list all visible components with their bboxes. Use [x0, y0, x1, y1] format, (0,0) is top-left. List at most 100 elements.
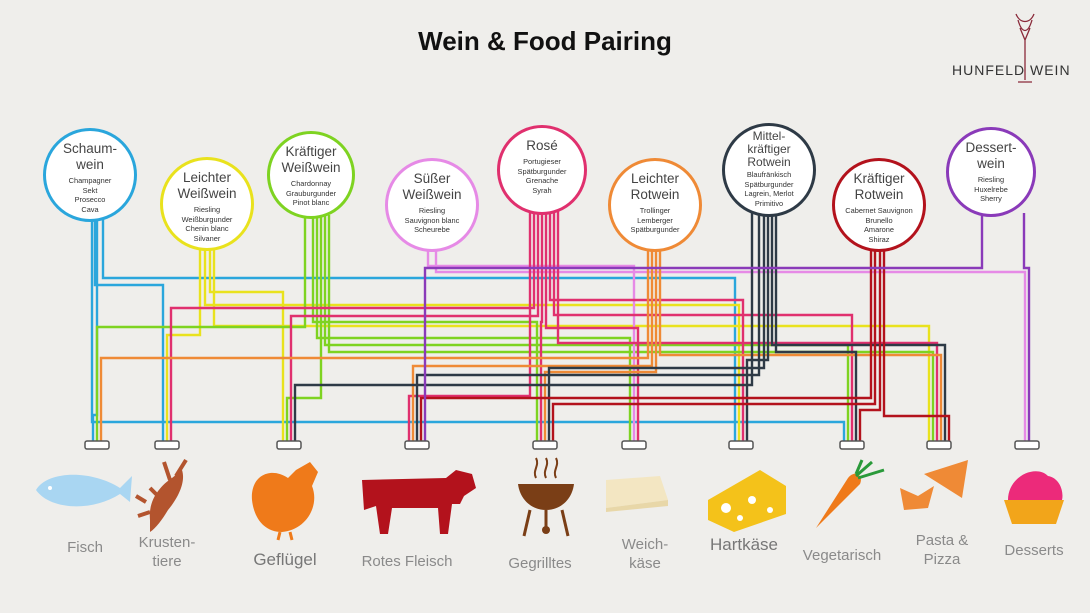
wine-variety: Champagner: [68, 176, 112, 185]
food-label-rotes-fleisch: Rotes Fleisch: [347, 552, 467, 571]
line-kraeftiger-rotwein-vegetarisch: [858, 248, 882, 444]
line-schaumwein-vegetarisch: [90, 218, 846, 444]
line-kraeftiger-rotwein-gegrilltes: [551, 248, 877, 444]
wine-variety: Lagrein, Merlot: [744, 189, 794, 199]
line-rose-krustentiere: [169, 211, 536, 444]
line-kraeftiger-weisswein-weichkaese: [315, 215, 632, 444]
cow-icon: [362, 470, 476, 534]
food-label-line: Fisch: [67, 539, 103, 556]
food-label-gefluegel: Geflügel: [225, 550, 345, 569]
wine-name-line: wein: [977, 156, 1005, 171]
brie-icon: [606, 476, 668, 512]
wine-variety: Weißburgunder: [181, 214, 233, 224]
wine-variety: Grenache: [525, 176, 559, 186]
line-rose-gefluegel: [289, 211, 540, 444]
food-label-gegrilltes: Gegrilltes: [480, 554, 600, 573]
wine-variety: Riesling: [193, 205, 221, 214]
wine-name-line: Weißwein: [281, 160, 341, 175]
food-label-line: Vegetarisch: [802, 547, 882, 564]
wine-name-line: Rosé: [526, 138, 558, 153]
cheese-icon: [708, 470, 786, 532]
wine-variety: Primitivo: [754, 198, 784, 208]
wine-variety: Portugieser: [523, 157, 561, 166]
wine-name-line: Rotwein: [747, 155, 791, 169]
line-leichter-rotwein-fisch: [99, 248, 650, 444]
connector-fisch: [84, 440, 110, 450]
connector-vegetarisch: [839, 440, 865, 450]
line-schaumwein-hartkaese: [101, 218, 737, 444]
food-label-vegetarisch: Vegetarisch: [782, 546, 902, 565]
wine-variety: Amarone: [864, 225, 894, 235]
wine-variety: Riesling: [418, 206, 446, 215]
wine-name-line: Leichter: [182, 170, 232, 185]
connector-weichkaese: [621, 440, 647, 450]
wine-variety: Sherry: [980, 194, 1002, 204]
line-mittelkraeftiger-rotwein-rotes-fleisch: [415, 213, 761, 444]
wine-variety: Syrah: [532, 185, 552, 195]
carrot-icon: [816, 459, 885, 528]
line-kraeftiger-weisswein-vegetarisch: [323, 215, 850, 444]
connector-krustentiere: [154, 440, 180, 450]
line-kraeftiger-weisswein-gefluegel: [285, 215, 323, 444]
line-leichter-rotwein-rotes-fleisch: [411, 248, 654, 444]
food-label-line: Gegrilltes: [508, 555, 572, 572]
wine-name-line: Rotwein: [630, 187, 680, 202]
food-label-line: Rotes Fleisch: [361, 553, 453, 570]
line-rose-weichkaese: [544, 211, 640, 444]
line-mittelkraeftiger-rotwein-vegetarisch: [774, 213, 858, 444]
line-kraeftiger-weisswein-pasta-pizza: [327, 215, 935, 444]
line-rose-rotes-fleisch: [407, 211, 532, 444]
wine-variety: Grauburgunder: [285, 188, 337, 198]
line-leichter-weisswein-pasta-pizza: [212, 247, 931, 444]
wine-glass-logo-icon: [1015, 13, 1035, 83]
wine-name-line: Rotwein: [854, 187, 904, 202]
wine-name-line: Kräftiger: [853, 171, 905, 186]
line-leichter-weisswein-krustentiere: [165, 247, 202, 444]
connector-gegrilltes: [532, 440, 558, 450]
wine-name-line: Schaum-: [62, 141, 118, 156]
grill-icon: [518, 457, 574, 537]
wine-variety: Sekt: [82, 185, 98, 195]
food-label-line: Geflügel: [253, 550, 317, 569]
wine-name-line: Dessert-: [965, 140, 1017, 155]
line-suesser-weisswein-desserts: [434, 248, 1027, 444]
connector-gefluegel: [276, 440, 302, 450]
wine-variety: Shiraz: [868, 234, 890, 244]
line-dessertwein-desserts: [1022, 213, 1031, 444]
wine-name-line: Weißwein: [177, 186, 237, 201]
food-label-line: Pasta &: [915, 532, 969, 549]
line-kraeftiger-rotwein-pasta-pizza: [882, 248, 951, 444]
wine-name-line: Leichter: [630, 171, 680, 186]
line-rose-gegrilltes: [539, 211, 544, 444]
food-label-line: Pizza: [923, 551, 961, 568]
food-label-line: tiere: [152, 553, 182, 570]
wine-name-line: Süßer: [413, 171, 451, 186]
line-mittelkraeftiger-rotwein-pasta-pizza: [770, 213, 947, 444]
line-schaumwein-fisch: [91, 218, 99, 444]
food-label-desserts: Desserts: [974, 541, 1090, 560]
wine-variety: Huxelrebe: [974, 184, 1008, 194]
line-leichter-weisswein-gefluegel: [208, 247, 285, 444]
food-label-krustentiere: Krusten-tiere: [107, 533, 227, 571]
wine-variety: Chardonnay: [290, 179, 332, 188]
line-kraeftiger-rotwein-rotes-fleisch: [419, 248, 873, 444]
line-rose-hartkaese: [548, 211, 745, 444]
wine-name-line: Mittel-: [752, 129, 786, 143]
wine-variety: Scheurebe: [414, 225, 450, 235]
brand-logo: HUNFELD WEIN: [952, 62, 1071, 78]
wine-name: Dessert-wein: [949, 140, 1033, 172]
